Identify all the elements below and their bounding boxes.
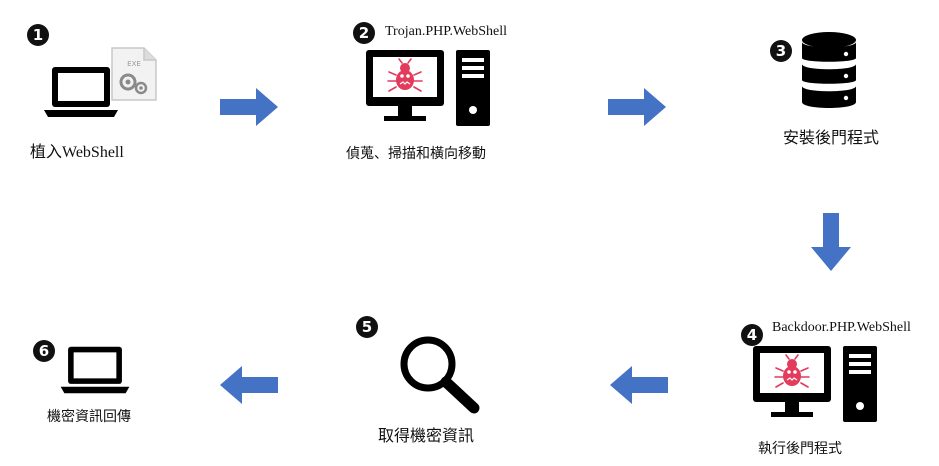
database-icon — [802, 32, 856, 108]
arrow-right-icon — [220, 88, 278, 126]
step-4-title: Backdoor.PHP.WebShell — [772, 320, 911, 335]
step-3-number: 3 — [770, 40, 792, 62]
step-6-number: 6 — [33, 340, 55, 362]
laptop-icon — [44, 67, 118, 117]
step-5-number: 5 — [356, 316, 378, 338]
step-4-number: 4 — [741, 324, 763, 346]
step-5-caption: 取得機密資訊 — [378, 428, 475, 445]
exe-badge: EXE — [127, 60, 141, 68]
step-3-caption: 安裝後門程式 — [783, 130, 880, 147]
step-1-number: 1 — [27, 24, 49, 46]
arrow-left-icon — [610, 366, 668, 404]
laptop-icon — [60, 346, 130, 394]
step-2-number: 2 — [353, 22, 375, 44]
arrow-right-icon — [608, 88, 666, 126]
step-1-caption: 植入WebShell — [30, 144, 124, 161]
magnifier-icon — [400, 336, 480, 414]
arrow-down-icon — [811, 213, 851, 271]
infected-computer-icon — [366, 50, 490, 126]
step-4-caption: 執行後門程式 — [758, 442, 842, 457]
step-2-caption: 偵蒐、掃描和橫向移動 — [346, 147, 486, 162]
exe-file-icon: EXE — [111, 47, 157, 101]
infected-computer-icon — [753, 346, 877, 422]
arrow-left-icon — [220, 366, 278, 404]
step-6-caption: 機密資訊回傳 — [47, 410, 131, 425]
step-2-title: Trojan.PHP.WebShell — [385, 24, 508, 39]
